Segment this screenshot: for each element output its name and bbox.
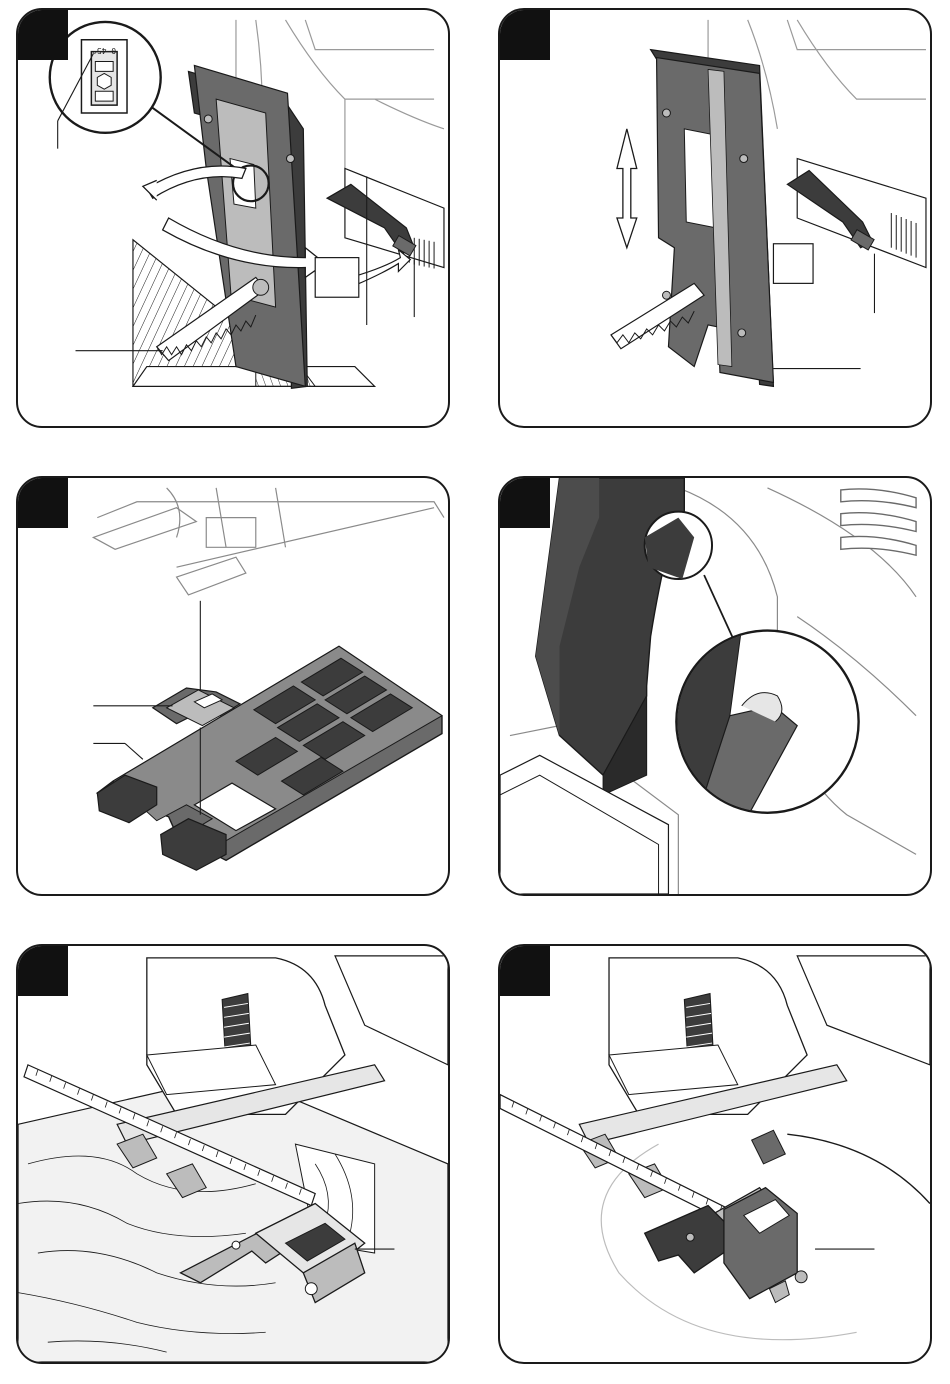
bevel-scale-label: 0 45° xyxy=(92,46,116,55)
figure-number-tab xyxy=(16,476,68,528)
circle-cutter-illustration xyxy=(500,946,930,1362)
parallel-guide-illustration xyxy=(18,946,448,1362)
figure-number-tab xyxy=(498,944,550,996)
figure-panel-4 xyxy=(498,476,932,896)
figure-number-tab xyxy=(498,476,550,528)
figure-number-tab xyxy=(16,944,68,996)
figure-panel-5 xyxy=(16,944,450,1364)
figure-number-tab xyxy=(16,8,68,60)
extraction-port-illustration xyxy=(500,478,930,894)
figure-panel-2 xyxy=(498,8,932,428)
jigsaw-plate-shift-illustration xyxy=(500,10,930,426)
jigsaw-bevel-illustration xyxy=(18,10,448,426)
figure-panel-1: 0 45° xyxy=(16,8,450,428)
figure-number-tab xyxy=(498,8,550,60)
splinter-guard-illustration xyxy=(18,478,448,894)
figure-panel-6 xyxy=(498,944,932,1364)
figure-panel-3 xyxy=(16,476,450,896)
